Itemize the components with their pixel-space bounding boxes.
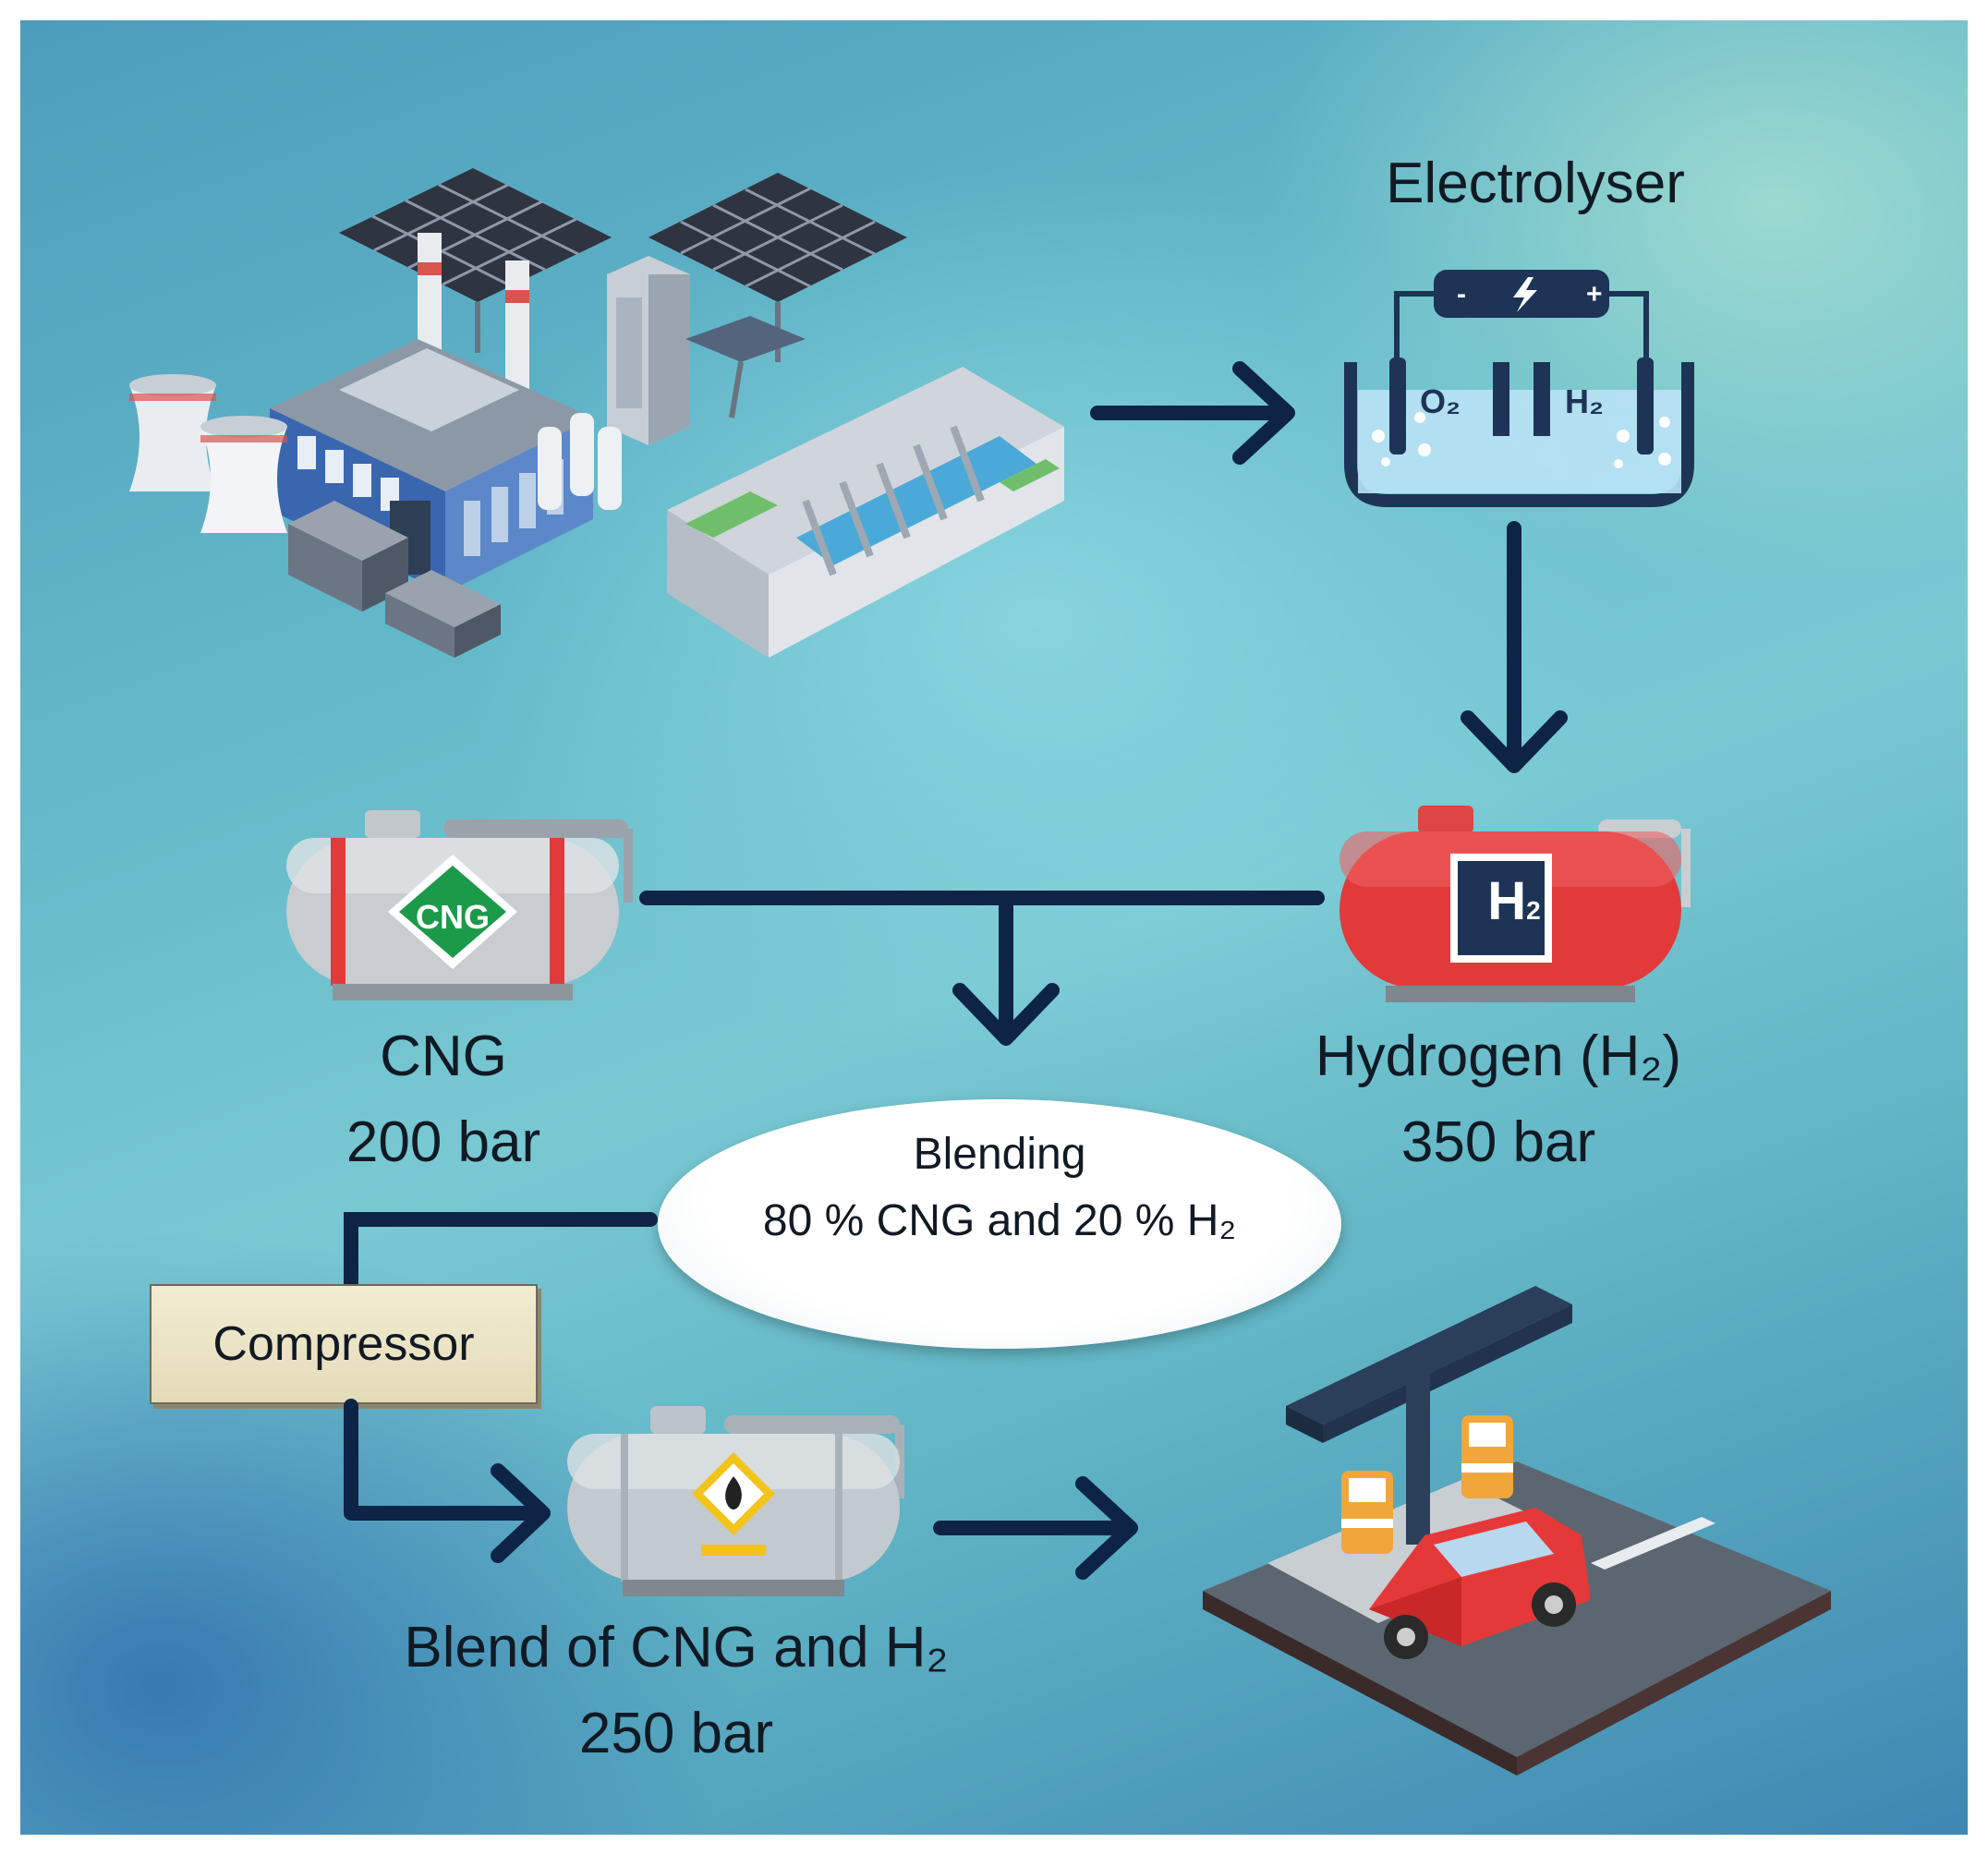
lightning-icon — [1513, 277, 1537, 312]
diagram-canvas: Electrolyser - + O₂ H₂ — [20, 20, 1968, 1835]
hydroelectric-dam — [667, 367, 1064, 658]
blend-to-compressor-line-h — [344, 1212, 658, 1227]
utility-containers — [288, 501, 501, 658]
compressor-box: Compressor — [150, 1284, 538, 1404]
storage-cylinders — [538, 413, 622, 510]
arrow-compressor-to-blend-tank — [344, 1399, 551, 1563]
hydrogen-title: Hydrogen (H₂) — [1315, 1024, 1682, 1088]
svg-text:-: - — [1457, 279, 1466, 309]
electrolyser-label: Electrolyser — [1386, 152, 1685, 215]
electrolyser-illustration: - + — [1344, 270, 1694, 507]
cng-badge-text: CNG — [416, 898, 490, 936]
blending-title: Blending — [913, 1130, 1086, 1179]
solar-panel-left — [339, 168, 612, 353]
cng-tank-illustration — [286, 810, 633, 1000]
arrow-plants-to-electrolyser — [1090, 361, 1295, 465]
blend-title: Blend of CNG and H₂ — [404, 1616, 949, 1679]
svg-text:+: + — [1586, 279, 1603, 309]
arrow-electrolyser-to-hydrogen — [1461, 521, 1568, 773]
h2-badge-subscript: 2 — [1526, 896, 1541, 925]
cooling-tower-structure — [607, 256, 690, 445]
blend-to-compressor-line-v — [344, 1212, 358, 1288]
fuel-station-illustration — [1203, 1286, 1831, 1776]
car-icon — [1369, 1508, 1591, 1659]
cng-pressure: 200 bar — [345, 1110, 541, 1174]
fuel-pump-icon — [1341, 1415, 1513, 1554]
blend-tank-illustration — [567, 1406, 904, 1596]
solar-tracker — [685, 316, 806, 418]
cng-hydrogen-connector — [639, 891, 1325, 905]
solar-panel-right — [649, 173, 907, 362]
h2-electrode-label: H₂ — [1565, 382, 1604, 420]
hydrogen-tank-illustration — [1339, 806, 1691, 1002]
cng-title: CNG — [380, 1024, 507, 1088]
power-plant-cluster-illustration — [129, 168, 1064, 658]
station-canopy — [1286, 1286, 1572, 1425]
nuclear-cooling-towers — [129, 374, 287, 533]
arrow-blend-tank-to-station — [933, 1476, 1138, 1580]
hydrogen-pressure: 350 bar — [1400, 1110, 1596, 1174]
h2-badge-letter: H — [1487, 871, 1527, 931]
o2-label: O₂ — [1420, 382, 1461, 420]
h2-badge-text: H2 — [1473, 870, 1556, 932]
blending-ratio: 80 % CNG and 20 % H₂ — [762, 1196, 1237, 1245]
arrow-to-blending — [952, 891, 1060, 1046]
blend-pressure: 250 bar — [578, 1702, 774, 1765]
blending-bubble — [658, 1099, 1341, 1349]
